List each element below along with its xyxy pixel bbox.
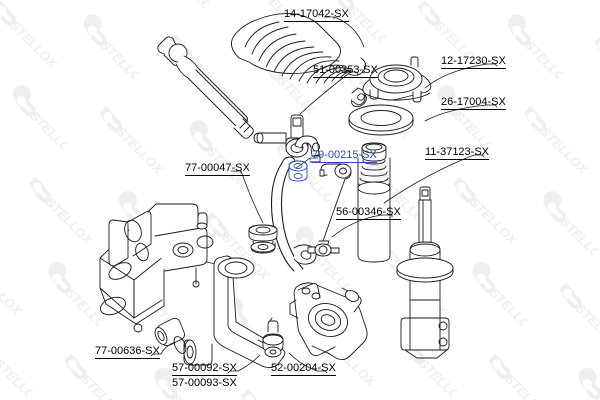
part-label-77-00047-sx[interactable]: 77-00047-SX [185, 162, 250, 176]
steering-rack-boot-part [230, 13, 367, 108]
subframe-crossmember-part [99, 203, 234, 333]
part-label-56-00346-sx[interactable]: 56-00346-SX [336, 206, 401, 220]
bump-stop-part [357, 142, 391, 263]
part-label-12-17230-sx[interactable]: 12-17230-SX [441, 55, 506, 69]
steering-knuckle-part [289, 282, 368, 361]
control-arm-rear-bushing-part [154, 317, 187, 354]
leader-line-highlighted [295, 157, 319, 169]
part-label-14-17042-sx[interactable]: 14-17042-SX [284, 8, 349, 22]
strut-bearing-part [348, 104, 414, 136]
part-label-26-17004-sx[interactable]: 26-17004-SX [441, 96, 506, 110]
lower-control-arm-part [183, 255, 286, 369]
part-label-11-37123-sx[interactable]: 11-37123-SX [425, 146, 490, 160]
stabilizer-link-part [307, 163, 352, 257]
strut-mount-part [362, 56, 432, 103]
part-label-77-00636-sx[interactable]: 77-00636-SX [95, 345, 160, 359]
part-label-57-00093-sx[interactable]: 57-00093-SX [172, 377, 237, 389]
shock-absorber-strut-part [396, 186, 454, 359]
control-arm-bushing-part [248, 224, 278, 254]
ball-joint-part [262, 320, 284, 358]
part-label-79-00215-sx[interactable]: 79-00215-SX [312, 149, 377, 163]
inner-tie-rod-part [157, 36, 254, 139]
stabilizer-bracket-part [294, 135, 321, 163]
part-label-51-00353-sx[interactable]: 51-00353-SX [313, 64, 378, 78]
part-label-57-00092-sx[interactable]: 57-00092-SX [172, 362, 237, 376]
part-label-52-00204-sx[interactable]: 52-00204-SX [271, 362, 336, 376]
